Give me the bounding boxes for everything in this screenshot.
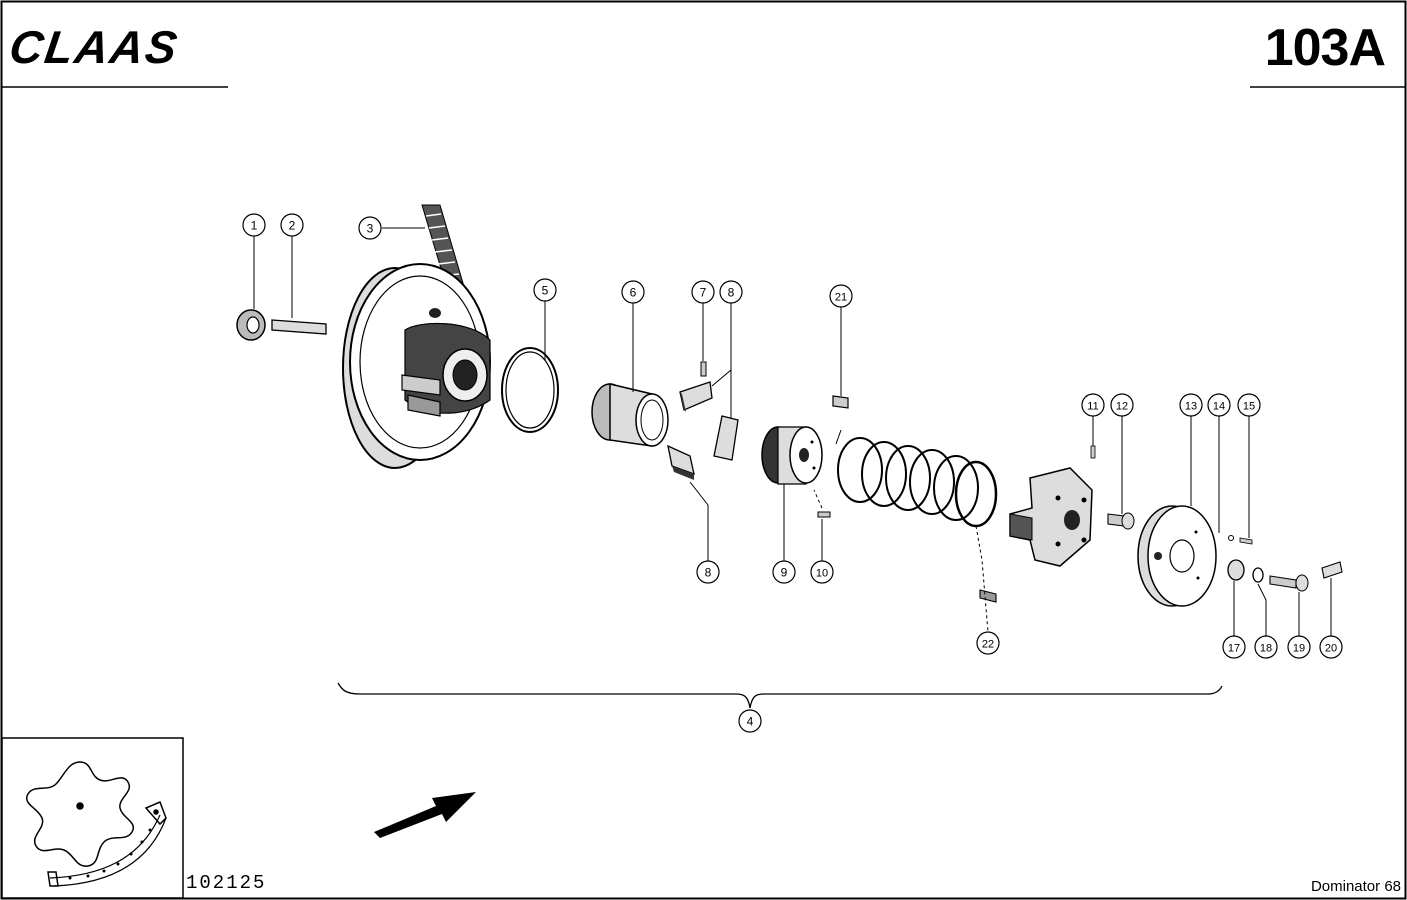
callout-22: 22 [976, 631, 1000, 655]
part-11-spider-plate [1009, 445, 1096, 567]
part-18-washer [1252, 567, 1264, 583]
callout-label: 14 [1213, 401, 1225, 413]
callout-label: 11 [1087, 401, 1098, 413]
part-15-screw [1239, 537, 1253, 545]
callout-3: 3 [358, 216, 382, 240]
callout-label: 7 [700, 286, 707, 300]
callout-label: 19 [1293, 643, 1305, 655]
callout-10: 10 [810, 560, 834, 584]
part-8-segments [667, 381, 739, 480]
model-name: Dominator 68 [1310, 878, 1401, 895]
drawing-number: 102125 [186, 872, 267, 894]
locator-box [1, 737, 184, 899]
callout-label: 8 [728, 286, 735, 300]
part-14-washer [1228, 535, 1234, 541]
callout-label: 2 [289, 219, 296, 233]
callout-18: 18 [1254, 635, 1278, 659]
part-7-pin [700, 361, 707, 377]
callout-11: 11 [1081, 393, 1105, 417]
callout-5: 5 [533, 278, 557, 302]
callout-label: 1 [251, 219, 258, 233]
callout-9: 9 [772, 560, 796, 584]
leader-lines [253, 227, 1332, 636]
callout-label: 3 [367, 222, 374, 236]
callout-label: 12 [1116, 401, 1128, 413]
callout-label: 18 [1260, 643, 1272, 655]
part-19-bolt [1269, 574, 1309, 592]
part-5-o-ring [501, 347, 559, 433]
assembly-brace [337, 682, 1223, 709]
callout-13: 13 [1179, 393, 1203, 417]
part-1-washer [236, 309, 266, 341]
part-10-pin [817, 511, 831, 518]
part-13-cover [1137, 505, 1217, 607]
callout-label: 13 [1185, 401, 1197, 413]
callout-label: 10 [816, 568, 828, 580]
part-2-key [271, 319, 327, 335]
brand-logo: CLAAS [6, 21, 183, 73]
callout-7: 7 [691, 280, 715, 304]
part-21-fitting [832, 395, 849, 409]
callout-label: 9 [781, 566, 788, 580]
callout-label: 20 [1325, 643, 1337, 655]
callout-21: 21 [829, 284, 853, 308]
part-12-bolt [1107, 512, 1135, 530]
callout-15: 15 [1237, 393, 1261, 417]
part-22-bolt [979, 589, 997, 603]
callout-1: 1 [242, 213, 266, 237]
callout-label: 5 [542, 284, 549, 298]
callout-19: 19 [1287, 635, 1311, 659]
callout-17: 17 [1222, 635, 1246, 659]
callout-4: 4 [738, 709, 762, 733]
callout-12: 12 [1110, 393, 1134, 417]
callout-label: 22 [982, 639, 994, 651]
spring-coils [837, 437, 998, 528]
part-20-plate [1321, 561, 1343, 579]
callout-20: 20 [1319, 635, 1343, 659]
locator-star-wheel [25, 761, 167, 887]
callout-14: 14 [1207, 393, 1231, 417]
part-9-hub [761, 426, 823, 485]
callout-8: 8 [719, 280, 743, 304]
callout-label: 8 [705, 566, 712, 580]
part-6-sleeve [591, 383, 669, 447]
callout-label: 17 [1228, 643, 1240, 655]
callout-2: 2 [280, 213, 304, 237]
callout-6: 6 [621, 280, 645, 304]
callout-8: 8 [696, 560, 720, 584]
callout-label: 6 [630, 286, 637, 300]
page-number: 103A [1264, 19, 1386, 77]
part-17-nut [1227, 559, 1245, 581]
callout-label: 21 [835, 292, 847, 304]
part-3-pulley [342, 204, 491, 469]
direction-arrow-icon [374, 792, 476, 838]
callout-label: 4 [747, 715, 754, 729]
callout-label: 15 [1243, 401, 1255, 413]
